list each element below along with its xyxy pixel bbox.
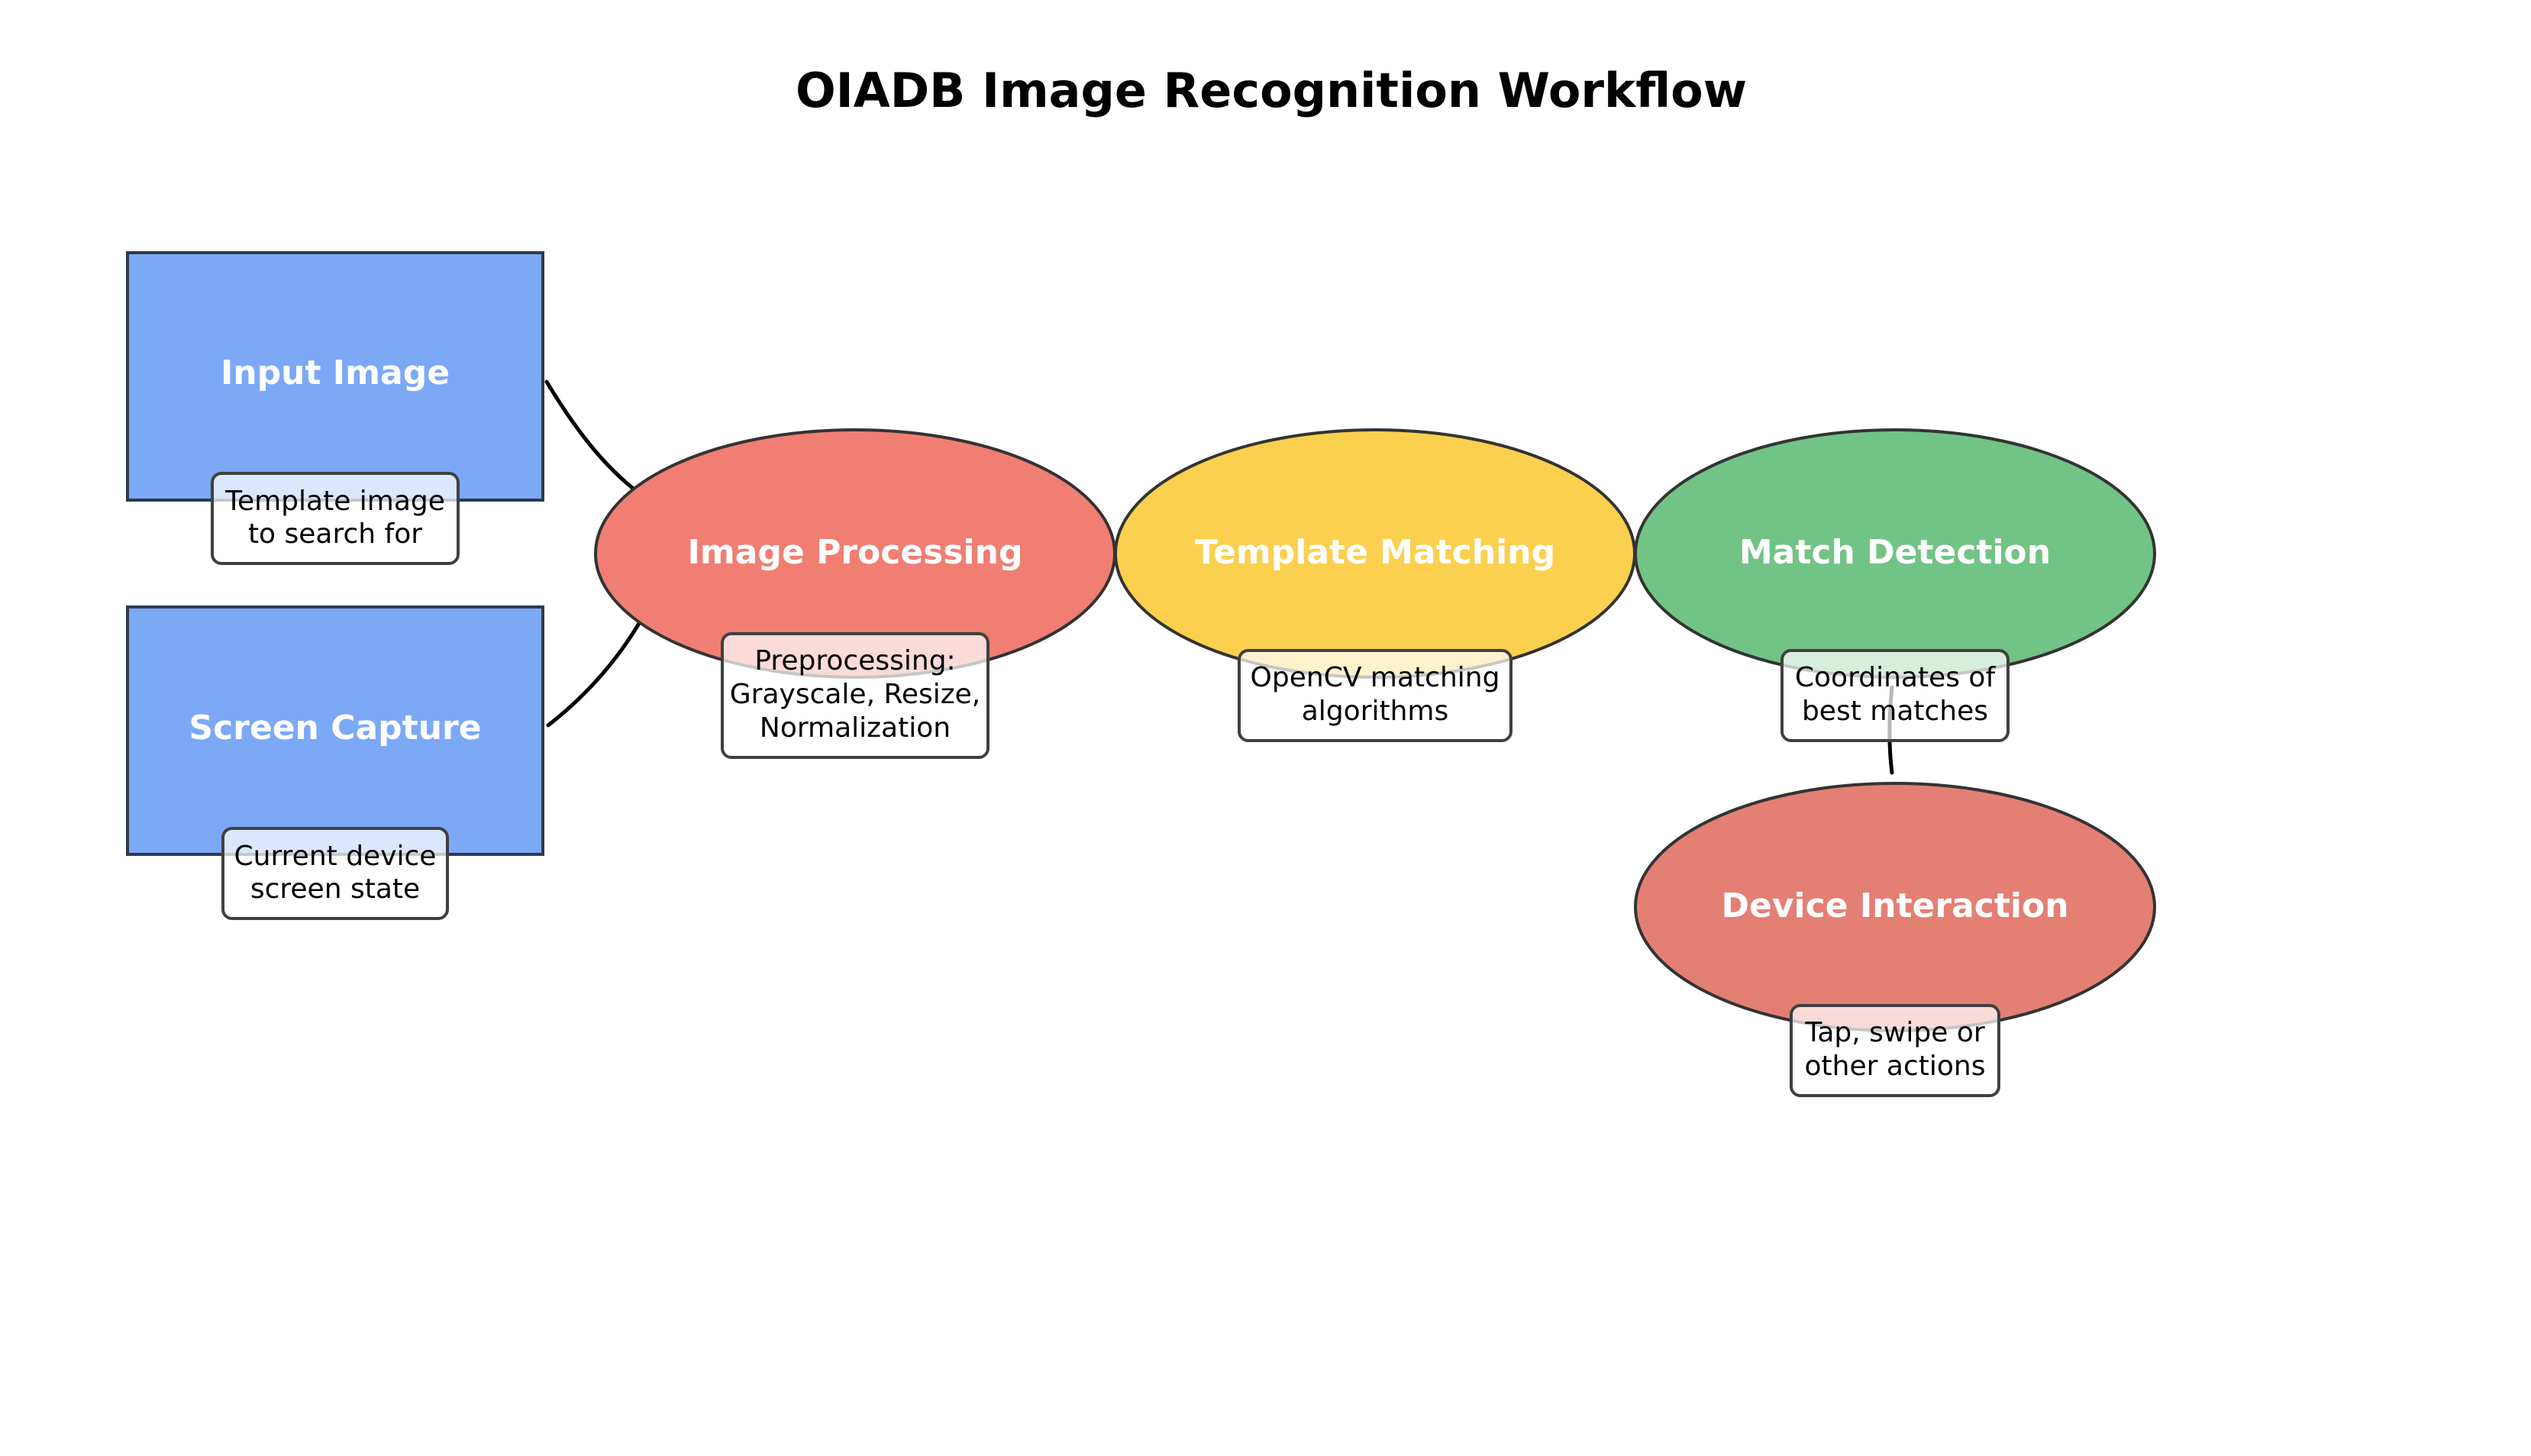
image-processing-note-line-2: Grayscale, Resize, <box>730 679 981 710</box>
template-matching-note-box <box>1238 649 1512 742</box>
image-processing-label: Image Processing <box>688 533 1023 572</box>
edge-input-image-to-image-processing <box>544 379 641 496</box>
input-image-note-line-1: Template image <box>224 486 445 517</box>
template-matching-note-line-2: algorithms <box>1302 696 1449 727</box>
input-image-note-box <box>211 472 460 565</box>
node-screen-capture: Screen Capture Current device screen sta… <box>126 605 544 920</box>
match-detection-note-box <box>1780 649 2010 742</box>
input-image-label: Input Image <box>221 354 450 392</box>
match-detection-note-line-1: Coordinates of <box>1795 662 1997 693</box>
device-interaction-label: Device Interaction <box>1721 886 2068 925</box>
image-processing-note-box <box>721 632 989 759</box>
screen-capture-note-line-1: Current device <box>234 841 437 872</box>
screen-capture-note-box <box>221 827 449 920</box>
node-device-interaction: Device Interaction Tap, swipe or other a… <box>1634 782 2156 1097</box>
image-processing-note-line-1: Preprocessing: <box>754 645 955 676</box>
template-matching-note-line-1: OpenCV matching <box>1251 662 1500 693</box>
device-interaction-note-line-1: Tap, swipe or <box>1804 1017 1985 1048</box>
node-image-processing: Image Processing Preprocessing: Grayscal… <box>594 428 1116 759</box>
screen-capture-note-line-2: screen state <box>250 873 420 905</box>
image-processing-note-line-3: Normalization <box>760 712 951 744</box>
match-detection-note-line-2: best matches <box>1802 696 1988 727</box>
input-image-box <box>126 251 544 502</box>
template-matching-label: Template Matching <box>1195 533 1555 572</box>
device-interaction-note-box <box>1790 1004 2000 1097</box>
device-interaction-note-line-2: other actions <box>1805 1051 1986 1082</box>
input-image-note-line-2: to search for <box>248 518 422 550</box>
edge-screen-capture-to-image-processing <box>546 615 645 728</box>
screen-capture-label: Screen Capture <box>189 709 481 747</box>
node-template-matching: Template Matching OpenCV matching algori… <box>1114 428 1636 742</box>
node-input-image: Input Image Template image to search for <box>126 251 544 565</box>
match-detection-label: Match Detection <box>1739 533 2051 572</box>
diagram-title: OIADB Image Recognition Workflow <box>796 63 1747 118</box>
node-match-detection: Match Detection Coordinates of best matc… <box>1634 428 2156 742</box>
screen-capture-box <box>126 605 544 856</box>
